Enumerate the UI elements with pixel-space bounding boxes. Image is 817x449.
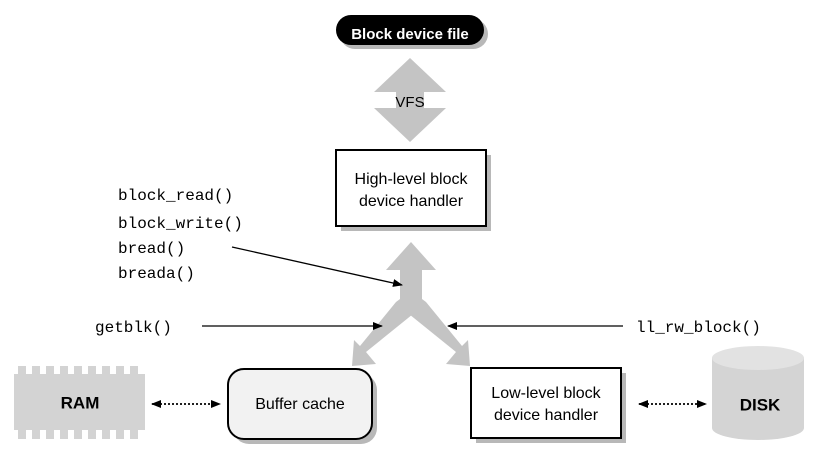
function-block-write: block_write() (118, 215, 243, 233)
vfs-label: VFS (395, 94, 424, 111)
low-level-handler-line2: device handler (494, 407, 599, 424)
buffer-function-list: block_read() block_write() bread() bread… (118, 187, 243, 283)
getblk-label: getblk() (95, 319, 172, 337)
high-level-handler-line2: device handler (359, 193, 464, 210)
disk-node: DISK (712, 346, 804, 440)
low-level-handler-line1: Low-level block (491, 385, 601, 402)
y-junction-arrow (352, 242, 470, 366)
high-level-handler-node: High-level block device handler (335, 149, 491, 231)
vfs-arrow: VFS (374, 58, 446, 142)
ram-label: RAM (61, 393, 100, 412)
function-block-read: block_read() (118, 187, 233, 205)
block-device-file-label: Block device file (351, 26, 469, 43)
ll-rw-block-label: ll_rw_block() (636, 319, 761, 337)
ram-node: RAM (14, 366, 145, 439)
function-breada: breada() (118, 265, 195, 283)
buffer-functions-arrow (231, 246, 403, 287)
buffer-cache-node: Buffer cache (227, 368, 377, 444)
disk-label: DISK (740, 395, 781, 414)
block-device-file-node: Block device file (336, 15, 488, 49)
low-level-handler-node: Low-level block device handler (470, 367, 626, 443)
buffer-cache-label: Buffer cache (255, 396, 345, 413)
high-level-handler-line1: High-level block (355, 171, 469, 188)
function-bread: bread() (118, 240, 185, 258)
